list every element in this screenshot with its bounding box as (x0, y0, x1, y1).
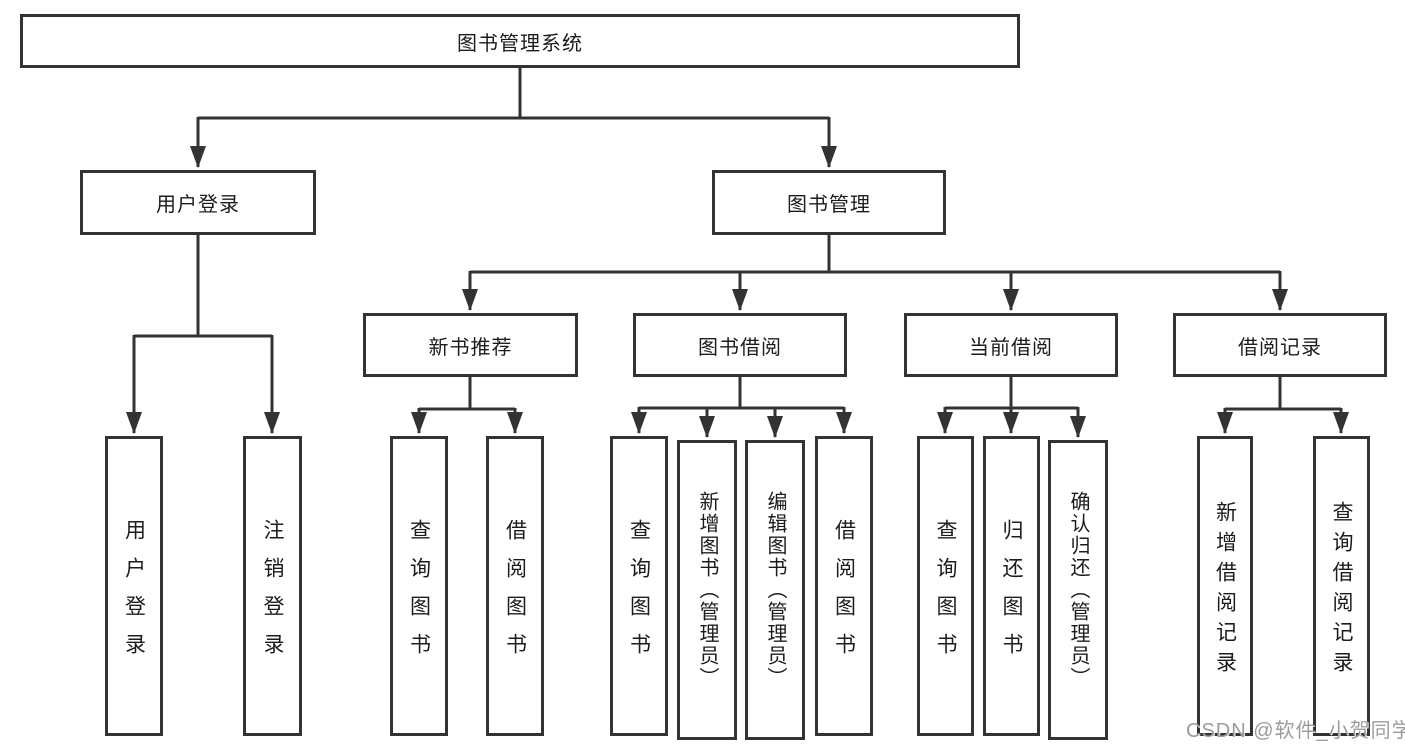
leaf-return-books: 归还图书 (983, 436, 1040, 736)
leaf-user-login: 用户登录 (105, 436, 163, 736)
csdn-watermark: CSDN @软件_小贺同学 (1186, 720, 1405, 742)
connector-current-borrow-to-leaves (937, 377, 1086, 438)
leaf-logout: 注销登录 (243, 436, 302, 736)
leaf-query-borrow-record: 查询借阅记录 (1313, 436, 1370, 736)
leaf-add-borrow-record: 新增借阅记录 (1197, 436, 1253, 736)
leaf-add-book-admin: 新增图书（管理员） (677, 440, 737, 740)
leaf-edit-book-admin: 编辑图书（管理员） (745, 440, 805, 740)
leaf-query-books-borrow: 查询图书 (610, 436, 668, 736)
connector-book-management-to-modules (462, 235, 1288, 311)
node-borrow-records: 借阅记录 (1173, 313, 1387, 377)
leaf-query-books-current: 查询图书 (917, 436, 974, 736)
leaf-confirm-return-admin: 确认归还（管理员） (1048, 440, 1108, 740)
leaf-borrow-books: 借阅图书 (815, 436, 873, 736)
connector-book-borrow-to-leaves (631, 377, 852, 438)
node-new-book-recommend: 新书推荐 (363, 313, 578, 377)
node-book-borrow: 图书借阅 (633, 313, 847, 377)
node-book-management-branch: 图书管理 (712, 170, 946, 235)
connector-root-to-branches (190, 68, 837, 168)
leaf-query-books-recommend: 查询图书 (390, 436, 448, 736)
connector-user-login-to-leaves (126, 235, 280, 434)
node-user-login-branch: 用户登录 (80, 170, 316, 235)
node-current-borrow: 当前借阅 (904, 313, 1118, 377)
connector-new-book-recommend-to-leaves (411, 377, 523, 434)
leaf-borrow-books-recommend: 借阅图书 (486, 436, 544, 736)
connector-borrow-records-to-leaves (1217, 377, 1349, 434)
node-root-library-management-system: 图书管理系统 (20, 14, 1020, 68)
